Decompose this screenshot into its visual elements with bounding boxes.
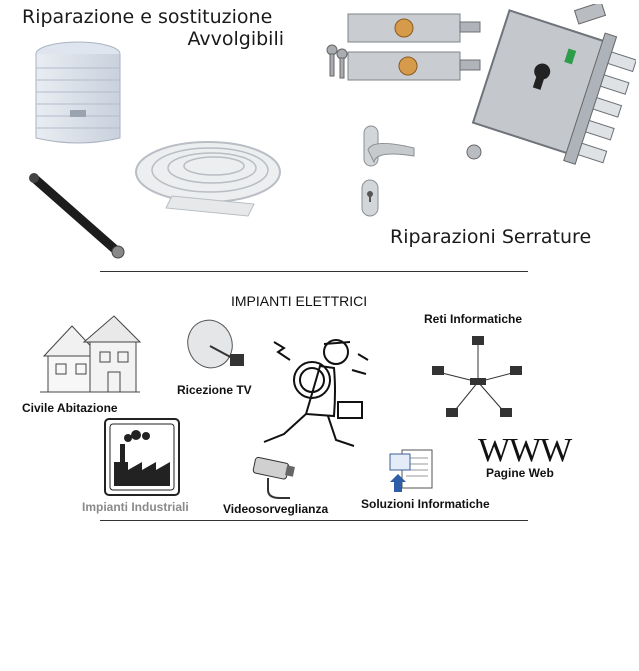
reti-informatiche-label: Reti Informatiche [424, 312, 523, 326]
shutters-title: Riparazione e sostituzione Avvolgibili [22, 6, 284, 50]
videosorveglianza-label: Videosorveglianza [223, 502, 329, 516]
ricezione-tv-label: Ricezione TV [177, 383, 252, 397]
top-divider [100, 271, 528, 272]
shutters-title-line2: Avvolgibili [187, 28, 284, 50]
satellite-dish-icon [187, 319, 244, 369]
door-locks-image [326, 13, 481, 81]
mortise-lock-image [466, 4, 636, 165]
electric-heading: IMPIANTI ELETTRICI [231, 293, 368, 309]
soluzioni-informatiche-label: Soluzioni Informatiche [361, 497, 490, 511]
shutter-strap-image [135, 141, 281, 217]
factory-icon [104, 418, 180, 496]
document-icon [389, 449, 433, 492]
roller-shutter-image [35, 41, 121, 144]
civile-abitazione-label: Civile Abitazione [22, 401, 118, 415]
impianti-industriali-label: Impianti Industriali [82, 500, 189, 514]
locks-title: Riparazioni Serrature [390, 226, 592, 248]
electrician-icon [263, 339, 369, 447]
door-handle-image [361, 125, 415, 217]
house-icon [40, 315, 142, 393]
bottom-divider [100, 520, 528, 521]
shutter-motor-image [29, 173, 125, 259]
shutters-title-line1: Riparazione e sostituzione [22, 6, 273, 28]
www-icon: WWW [478, 432, 572, 469]
pagine-web-label: Pagine Web [486, 466, 554, 480]
camera-icon [252, 456, 295, 499]
network-icon [432, 336, 522, 417]
